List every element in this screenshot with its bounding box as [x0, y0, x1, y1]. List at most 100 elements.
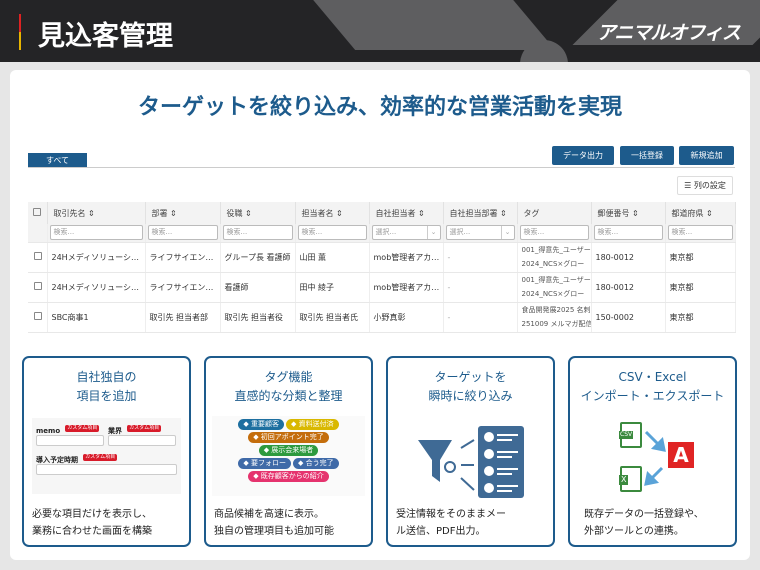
field-label: 導入予定時期: [36, 456, 78, 464]
table-cell: 180-0012: [591, 272, 666, 303]
table-cell: 取引先 担当者役: [220, 302, 296, 333]
headline: ターゲットを絞り込み、効率的な営業活動を実現: [137, 95, 622, 120]
table-cell: mob管理者アカ…: [369, 272, 444, 303]
table-cell: ライフサイエン…: [145, 242, 221, 273]
table-cell: 取引先 担当者部: [145, 302, 221, 333]
column-filter-select[interactable]: 選択... ⌄: [445, 225, 515, 241]
tag-chip: 2024_NCS×グロー: [521, 290, 585, 298]
filter-placeholder: 検索...: [53, 228, 75, 237]
filter-placeholder: 検索...: [301, 228, 323, 237]
table-cell: -: [443, 272, 518, 303]
tag-chip: 食品開発展2025 名刺: [521, 306, 591, 314]
tag-chip: ◆ 合う完了: [293, 458, 339, 469]
column-header[interactable]: 自社担当者 ⇕: [369, 202, 444, 224]
filter-placeholder: 検索...: [671, 228, 693, 237]
column-filter-input[interactable]: 検索...: [593, 225, 663, 241]
column-settings-label: 列の設定: [693, 181, 726, 190]
card-title: タグ機能直感的な分類と整理: [234, 370, 343, 403]
decor-shape: [304, 0, 556, 50]
table-cell: 小野真彰: [369, 302, 444, 333]
arrow-icon: [644, 430, 666, 486]
row-checkbox[interactable]: [34, 312, 42, 320]
tag-chip: ◆ 要フォロー: [238, 458, 291, 469]
column-header[interactable]: 担当者名 ⇕: [295, 202, 370, 224]
filter-placeholder: 選択...: [449, 228, 471, 237]
table-cell: 取引先 担当者氏: [295, 302, 370, 333]
prospect-table: 取引先名 ⇕部署 ⇕役職 ⇕担当者名 ⇕自社担当者 ⇕自社担当部署 ⇕タグ郵便番…: [28, 202, 736, 333]
filter-placeholder: 検索...: [597, 228, 619, 237]
table-cell: 24Hメディソリューシ…: [47, 242, 146, 273]
card-description: 既存データの一括登録や、外部ツールとの連携。: [584, 509, 704, 537]
custom-badge: カスタム項目: [83, 454, 118, 461]
feature-card: ターゲットを瞬時に絞り込み 受注情報をそのままメール送信、PDF出力。: [386, 356, 555, 547]
column-filter-input[interactable]: 検索...: [519, 225, 589, 241]
magnifier-icon: [444, 461, 456, 473]
column-filter-input[interactable]: 検索...: [222, 225, 293, 241]
bulk-register-button[interactable]: 一括登録: [620, 146, 674, 165]
tag-chip: ◆ 資料送付済: [286, 419, 339, 430]
column-header[interactable]: タグ: [517, 202, 592, 224]
tab-all[interactable]: すべて: [28, 153, 87, 168]
export-button[interactable]: データ出力: [552, 146, 614, 165]
filter-funnel-illustration: [418, 426, 524, 498]
column-filter-select[interactable]: 選択... ⌄: [371, 225, 441, 241]
tag-chip: ◆ 重要顧客: [238, 419, 284, 430]
column-filter-input[interactable]: 検索...: [667, 225, 733, 241]
table-cell: 看護師: [220, 272, 296, 303]
csv-file-icon: CSV: [619, 422, 642, 448]
column-filter-input[interactable]: 検索...: [297, 225, 367, 241]
contact-list-icon: [478, 426, 524, 498]
table-cell: -: [443, 302, 518, 333]
column-header[interactable]: 郵便番号 ⇕: [591, 202, 666, 224]
row-checkbox[interactable]: [34, 252, 42, 260]
filter-placeholder: 検索...: [151, 228, 173, 237]
column-filter-input[interactable]: 検索...: [147, 225, 218, 241]
chevron-down-icon: ⌄: [426, 226, 437, 240]
field-input: [36, 464, 177, 475]
card-description: 必要な項目だけを表示し、業務に合わせた画面を構築: [32, 509, 152, 537]
filter-placeholder: 選択...: [375, 228, 397, 237]
tag-chip: 001_得意先_ユーザー: [521, 276, 591, 284]
import-export-illustration: CSV X A: [616, 420, 694, 498]
column-header[interactable]: 都道府県 ⇕: [665, 202, 736, 224]
column-header[interactable]: 部署 ⇕: [145, 202, 221, 224]
table-cell: 24Hメディソリューシ…: [47, 272, 146, 303]
table-cell: 150-0002: [591, 302, 666, 333]
column-header[interactable]: 取引先名 ⇕: [47, 202, 146, 224]
table-cell: 180-0012: [591, 242, 666, 273]
divider: [28, 167, 735, 168]
chevron-down-icon: ⌄: [500, 226, 511, 240]
column-header[interactable]: 役職 ⇕: [220, 202, 296, 224]
column-settings-button[interactable]: ☰ 列の設定: [677, 176, 733, 195]
arrow-icon: [460, 439, 475, 491]
list-icon: ☰: [684, 181, 694, 190]
page-title: 見込客管理: [38, 21, 173, 52]
tag-chip: 251009 メルマガ配信: [521, 320, 591, 328]
feature-card: タグ機能直感的な分類と整理 ◆ 重要顧客◆ 資料送付済◆ 初回アポイント完了◆ 展…: [204, 356, 373, 547]
table-cell: mob管理者アカ…: [369, 242, 444, 273]
tag-chip: ◆ 既存顧客からの紹介: [248, 471, 329, 482]
table-cell: 東京都: [665, 272, 736, 303]
excel-file-icon: X: [619, 466, 642, 492]
tag-chip: 2024_NCS×グロー: [521, 260, 585, 268]
tags-illustration: ◆ 重要顧客◆ 資料送付済◆ 初回アポイント完了◆ 展示会来場者◆ 要フォロー◆…: [212, 416, 365, 496]
table-cell: SBC商事1: [47, 302, 146, 333]
logo: アニマルオフィス: [596, 22, 741, 44]
card-title: ターゲットを瞬時に絞り込み: [428, 370, 513, 403]
decor-shape: [520, 40, 568, 62]
funnel-icon: [418, 440, 452, 482]
table-cell: グループ長 看護師: [220, 242, 296, 273]
accent-bar: [19, 14, 21, 50]
add-new-button[interactable]: 新規追加: [679, 146, 734, 165]
select-all-checkbox[interactable]: [33, 208, 41, 216]
row-checkbox[interactable]: [34, 282, 42, 290]
header: 見込客管理 アニマルオフィス: [0, 0, 760, 62]
field-input: [36, 435, 104, 446]
column-filter-input[interactable]: 検索...: [49, 225, 143, 241]
table-cell: 東京都: [665, 242, 736, 273]
card-description: 商品候補を高速に表示。独自の管理項目も追加可能: [214, 509, 334, 537]
column-header[interactable]: 自社担当部署 ⇕: [443, 202, 518, 224]
